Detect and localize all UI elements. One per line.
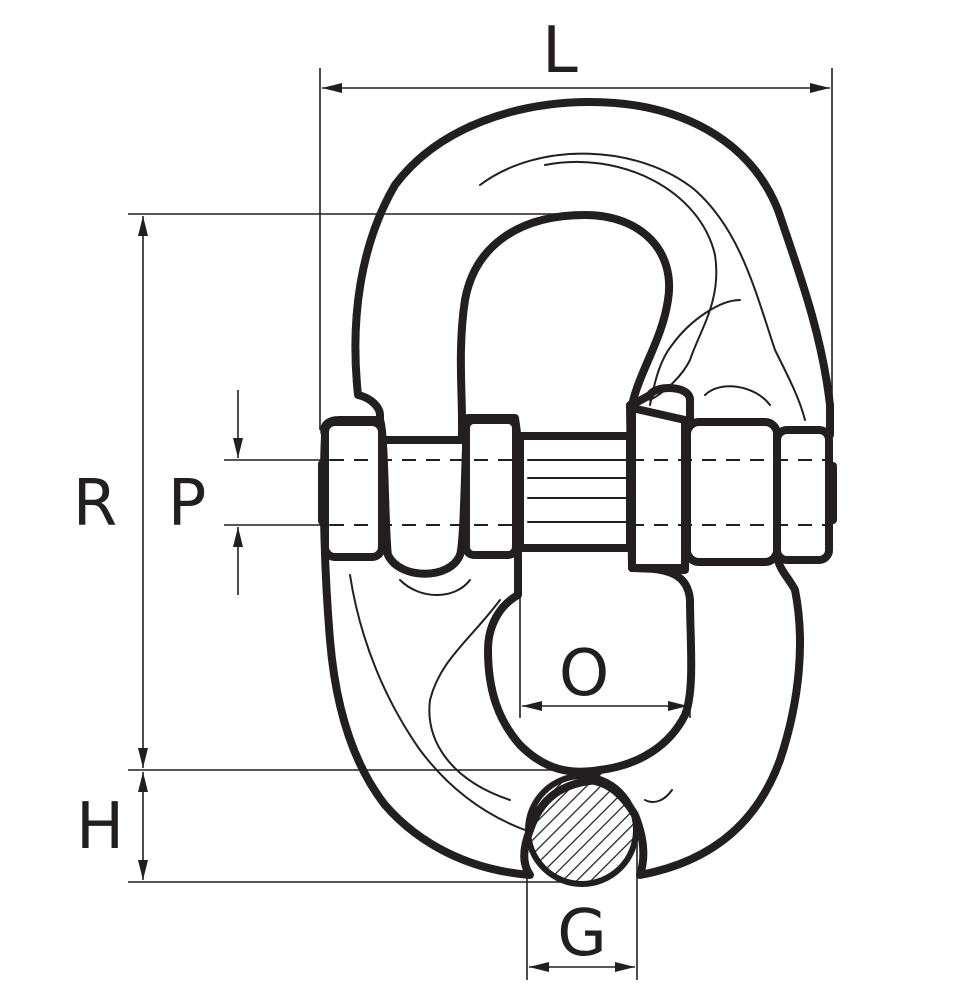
upper-link-inner-contour [479,152,806,421]
right-hook-contour [649,299,741,406]
pin-axis-lines [330,459,825,526]
left-outer-lug [321,418,386,561]
right-inner-lug [628,404,689,572]
left-jaw-outline [319,414,604,879]
right-end-lug [773,426,833,564]
right-outer-lug [683,418,781,566]
left-inner-lug [462,416,520,559]
center-bushing [516,432,634,552]
upper-link-inner-contour-2 [544,160,718,401]
upper-link-inner-contour-3 [704,385,771,406]
left-pin-head [318,460,328,525]
right-hook-contour-2 [644,789,673,803]
label-P: P [168,467,207,541]
dimension-H [128,772,580,883]
left-jaw-contour-3 [399,579,471,596]
lugs [318,404,837,572]
label-L: L [542,14,578,88]
label-H: H [76,790,124,864]
left-jaw-contour [349,574,526,831]
dimension-G [526,835,638,980]
dimension-P [224,390,330,595]
label-R: R [73,467,117,541]
left-jaw-contour-2 [428,599,511,801]
upper-link-outline [351,98,834,444]
dimension-O [519,560,691,718]
lower-link-left-jaw [319,414,604,879]
chain-wire-section [525,773,639,887]
label-O: O [559,637,609,711]
dimension-R [128,213,570,771]
label-G: G [557,897,607,971]
upper-link-half [351,98,834,444]
center-pin [516,432,634,552]
dimension-L [319,68,833,430]
chain-section [525,773,639,887]
right-pin-head [827,462,837,524]
